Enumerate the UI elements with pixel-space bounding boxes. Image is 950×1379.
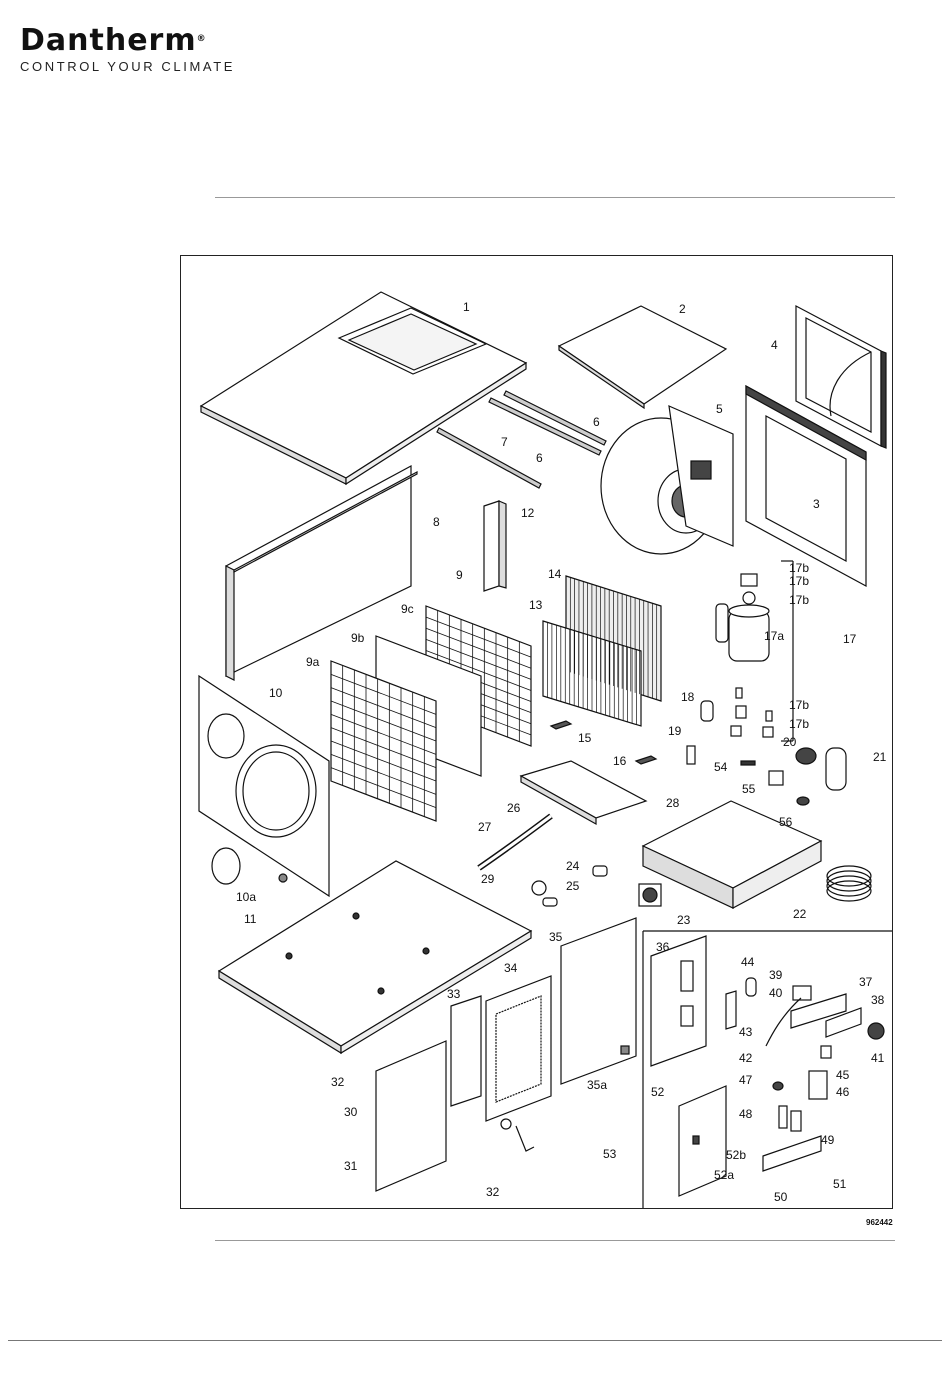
label-51: 51 <box>833 1177 847 1191</box>
part-misc-23-25 <box>532 866 661 906</box>
label-4: 4 <box>771 338 778 352</box>
label-9: 9 <box>456 568 463 582</box>
label-17a: 17a <box>764 629 784 643</box>
label-26: 26 <box>507 801 521 815</box>
label-56: 56 <box>779 815 793 829</box>
label-52a: 52a <box>714 1168 734 1182</box>
part-coil-pipe-22 <box>827 866 871 901</box>
part-bracket-12 <box>484 501 506 591</box>
label-48: 48 <box>739 1107 753 1121</box>
label-29: 29 <box>481 872 495 886</box>
dantherm-logo: Dantherm® CONTROL YOUR CLIMATE <box>20 26 235 74</box>
label-16: 16 <box>613 754 627 768</box>
label-13: 13 <box>529 598 543 612</box>
top-divider <box>215 197 895 198</box>
label-35: 35 <box>549 930 563 944</box>
label-9a: 9a <box>306 655 320 669</box>
label-10a: 10a <box>236 890 256 904</box>
label-40: 40 <box>769 986 783 1000</box>
brand-tagline: CONTROL YOUR CLIMATE <box>20 59 235 74</box>
label-17b-4: 17b <box>789 698 809 712</box>
label-6b: 6 <box>536 451 543 465</box>
label-17: 17 <box>843 632 857 646</box>
page-footer-rule <box>8 1340 942 1341</box>
label-17b-3: 17b <box>789 593 809 607</box>
label-3: 3 <box>813 497 820 511</box>
part-coil-13-14 <box>543 576 661 726</box>
brand-name: Dantherm® <box>20 26 235 56</box>
label-17b-5: 17b <box>789 717 809 731</box>
part-bottom-base-29 <box>219 861 531 1053</box>
label-28: 28 <box>666 796 680 810</box>
exploded-parts-diagram: 1 2 3 4 5 6 6 7 8 9 9a 9b 9c 10 10a 11 1… <box>180 255 893 1209</box>
part-front-panel-10 <box>199 676 329 896</box>
document-number: 962442 <box>866 1218 893 1227</box>
label-25: 25 <box>566 879 580 893</box>
label-17b-2: 17b <box>789 574 809 588</box>
label-24: 24 <box>566 859 580 873</box>
label-8: 8 <box>433 515 440 529</box>
label-21: 21 <box>873 750 887 764</box>
label-45: 45 <box>836 1068 850 1082</box>
bottom-divider <box>215 1240 895 1241</box>
label-27: 27 <box>478 820 492 834</box>
part-compressor-17 <box>716 561 793 741</box>
label-44: 44 <box>741 955 755 969</box>
label-37: 37 <box>859 975 873 989</box>
label-35a: 35a <box>587 1078 607 1092</box>
label-6a: 6 <box>593 415 600 429</box>
label-46: 46 <box>836 1085 850 1099</box>
label-9c: 9c <box>401 602 414 616</box>
label-52: 52 <box>651 1085 665 1099</box>
label-32a: 32 <box>331 1075 345 1089</box>
label-41: 41 <box>871 1051 885 1065</box>
label-1: 1 <box>463 300 470 314</box>
label-7: 7 <box>501 435 508 449</box>
label-11: 11 <box>244 912 257 926</box>
part-control-box-36-53 <box>651 936 884 1196</box>
label-34: 34 <box>504 961 518 975</box>
label-5: 5 <box>716 402 723 416</box>
part-clips <box>551 721 656 764</box>
label-43: 43 <box>739 1025 753 1039</box>
label-39: 39 <box>769 968 783 982</box>
label-47: 47 <box>739 1073 753 1087</box>
label-32b: 32 <box>486 1185 500 1199</box>
label-52b: 52b <box>726 1148 746 1162</box>
label-53: 53 <box>603 1147 617 1161</box>
label-33: 33 <box>447 987 461 1001</box>
label-20: 20 <box>783 735 797 749</box>
part-panel-2 <box>559 306 726 408</box>
part-fan-5 <box>601 406 733 554</box>
part-base-plate-28 <box>643 801 821 908</box>
label-30: 30 <box>344 1105 358 1119</box>
label-31: 31 <box>344 1159 358 1173</box>
label-23: 23 <box>677 913 691 927</box>
label-36: 36 <box>656 940 670 954</box>
label-18: 18 <box>681 690 695 704</box>
label-9b: 9b <box>351 631 365 645</box>
label-19: 19 <box>668 724 682 738</box>
label-2: 2 <box>679 302 686 316</box>
part-tray-26 <box>521 761 646 824</box>
label-17b-1: 17b <box>789 561 809 575</box>
label-50: 50 <box>774 1190 788 1204</box>
label-38: 38 <box>871 993 885 1007</box>
label-14: 14 <box>548 567 562 581</box>
label-54: 54 <box>714 760 728 774</box>
label-55: 55 <box>742 782 756 796</box>
part-top-cover <box>201 292 526 484</box>
label-12: 12 <box>521 506 535 520</box>
label-15: 15 <box>578 731 592 745</box>
label-22: 22 <box>793 907 807 921</box>
label-42: 42 <box>739 1051 753 1065</box>
label-10: 10 <box>269 686 283 700</box>
label-49: 49 <box>821 1133 835 1147</box>
